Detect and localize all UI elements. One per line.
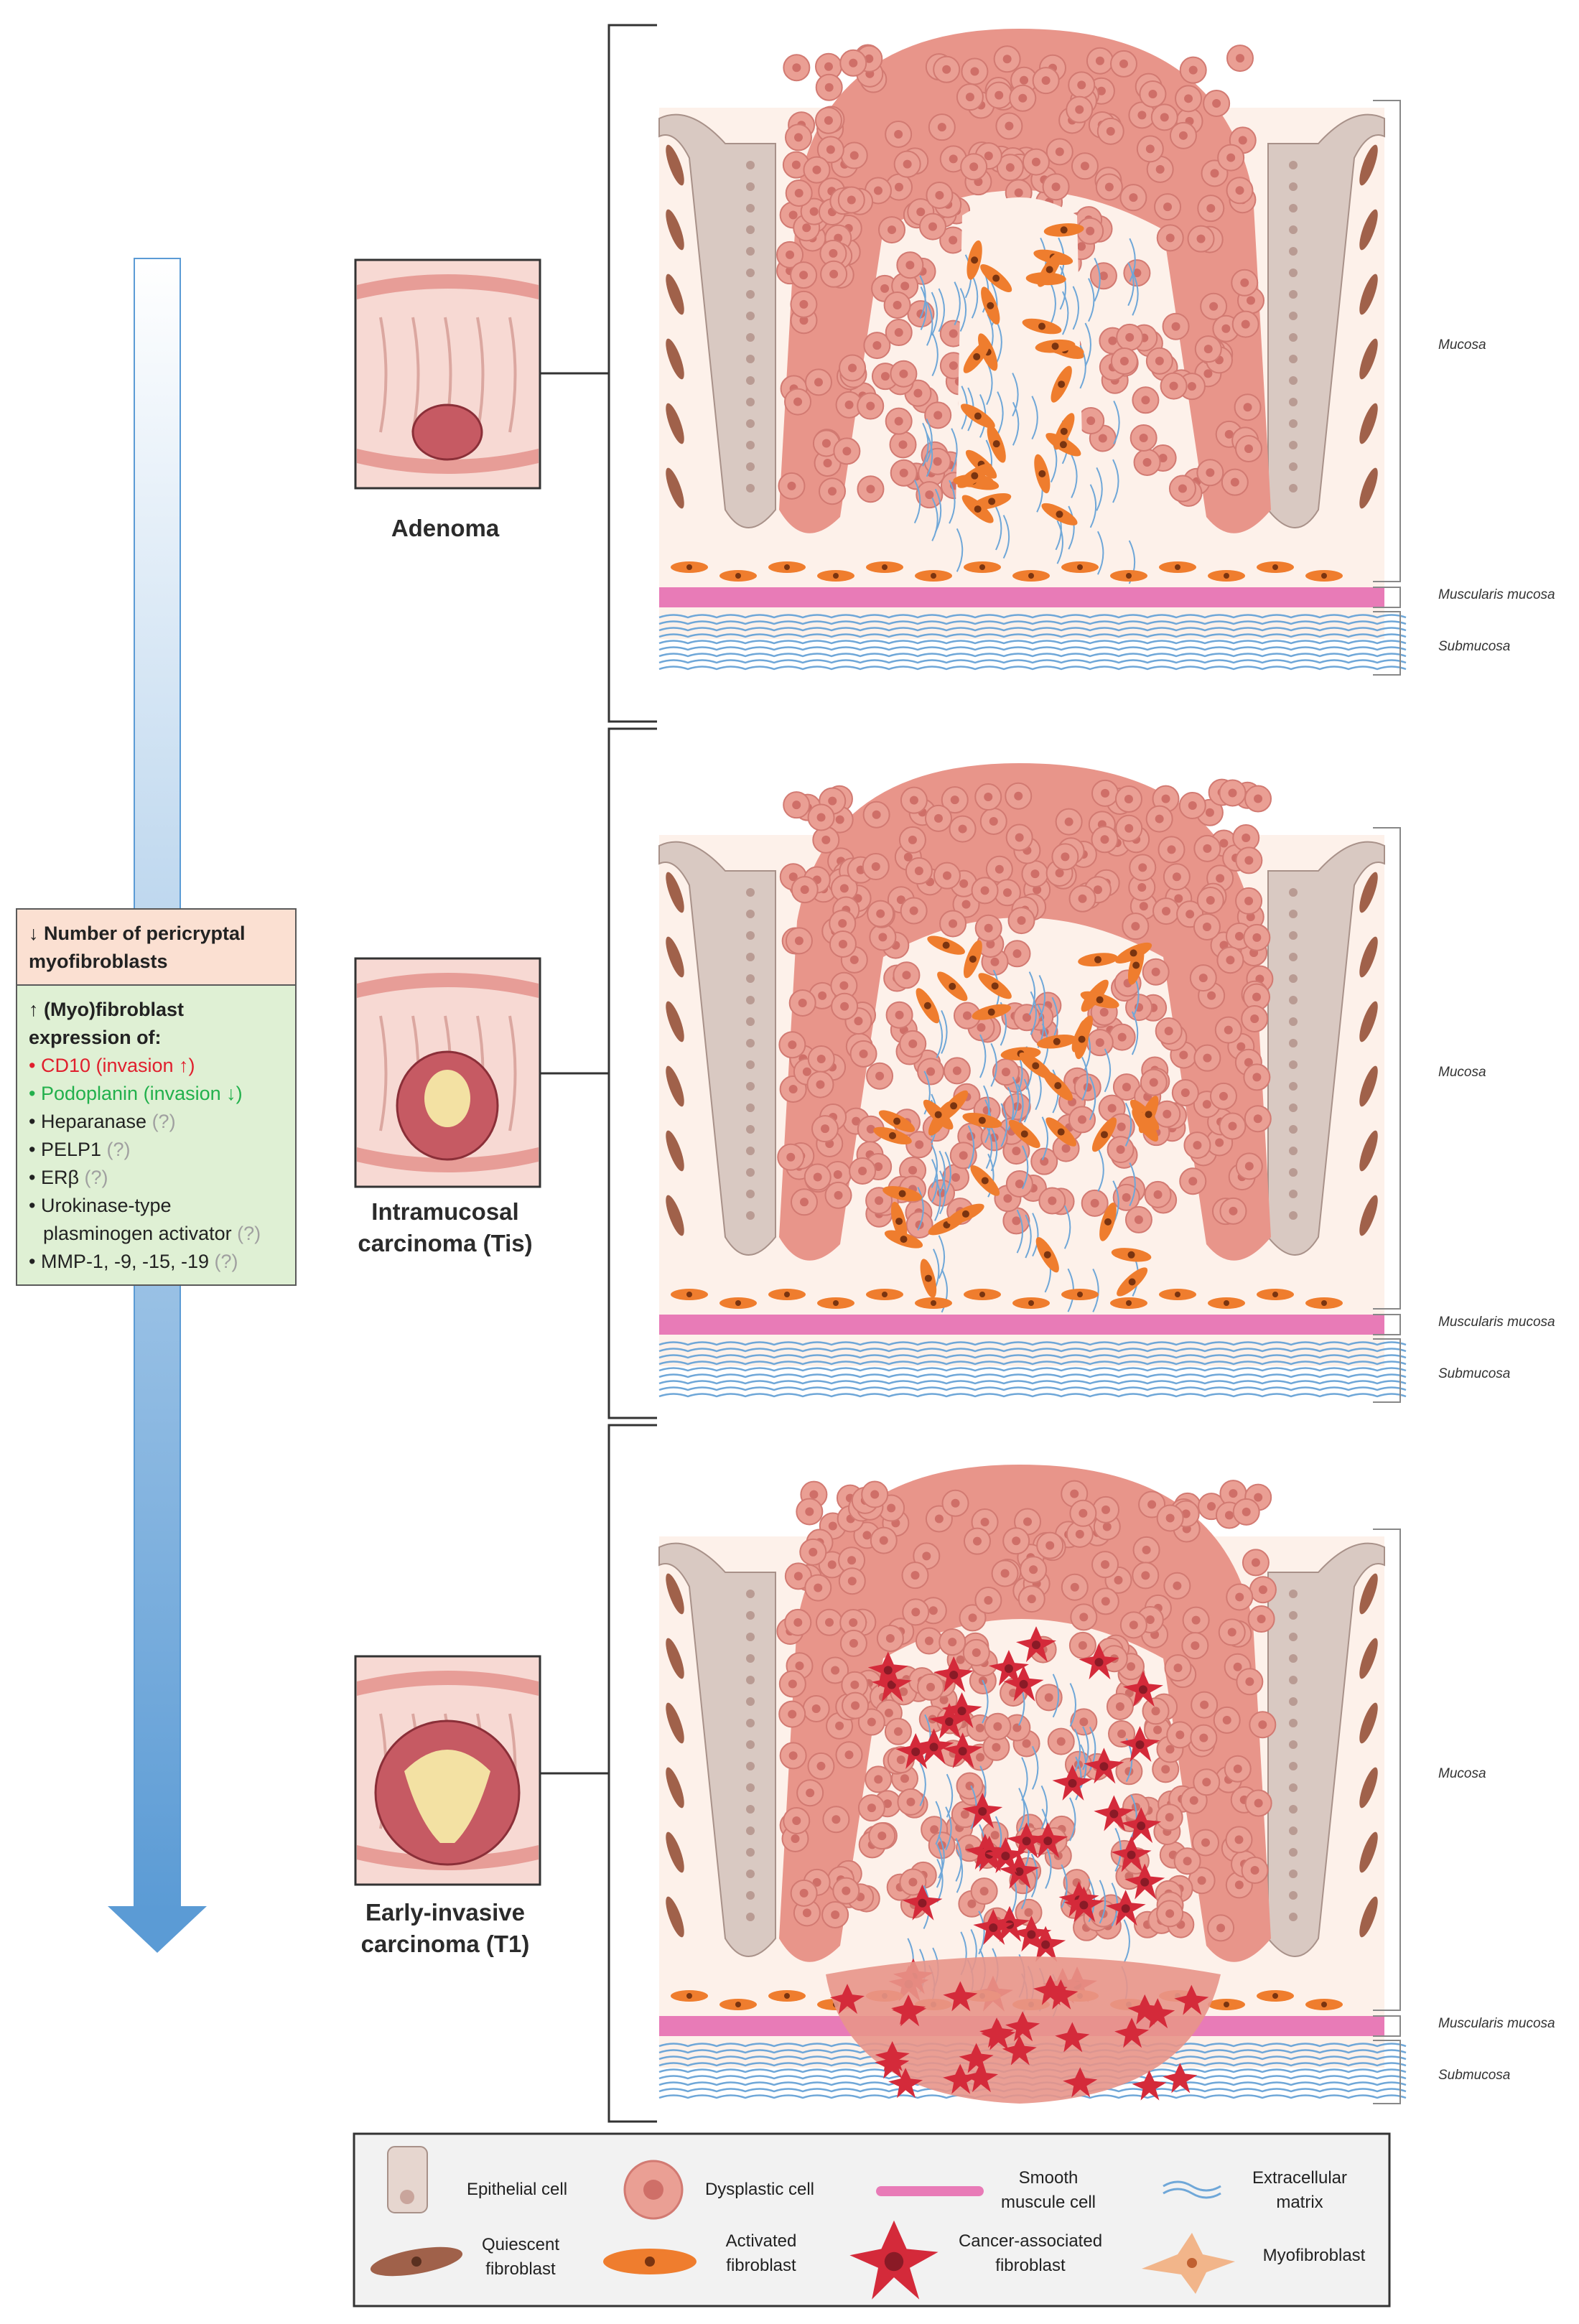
legend-epithelial-icon bbox=[387, 2146, 428, 2213]
stage-brackets bbox=[540, 24, 657, 2123]
legend-quiescent-label: Quiescent fibroblast bbox=[467, 2233, 574, 2282]
uncertain-marker: (?) bbox=[209, 1251, 238, 1272]
uncertain-marker: (?) bbox=[231, 1223, 261, 1244]
tissue-panel-adenoma bbox=[658, 29, 1407, 676]
legend-caf-line1: Cancer-associated bbox=[958, 2231, 1103, 2251]
box-header: ↓ Number of pericryptal myofibroblasts bbox=[17, 910, 295, 986]
marker-item: • Urokinase-type plasminogen activator (… bbox=[29, 1192, 285, 1248]
legend-activated-label: Activated fibroblast bbox=[707, 2229, 815, 2278]
legend-quiescent-line2: fibroblast bbox=[485, 2259, 556, 2279]
stage-label-line1: Intramucosal bbox=[371, 1198, 519, 1225]
legend-ecm-line2: matrix bbox=[1276, 2193, 1323, 2212]
layer-label-muscularis-3: Muscularis mucosa bbox=[1438, 2016, 1555, 2031]
legend-activated-line2: fibroblast bbox=[726, 2256, 796, 2275]
legend-frame bbox=[353, 2132, 1391, 2307]
marker-item: • Heparanase (?) bbox=[29, 1108, 285, 1136]
tissue-panel-t1 bbox=[658, 1465, 1407, 2104]
legend-ecm-line1: Extracellular bbox=[1252, 2168, 1348, 2188]
colon-icon-t1 bbox=[354, 1655, 541, 1886]
legend-dysplastic-text: Dysplastic cell bbox=[704, 2180, 815, 2199]
layer-label-muscularis-1: Muscularis mucosa bbox=[1438, 587, 1555, 602]
marker-item-text: • Urokinase-type plasminogen activator bbox=[29, 1195, 232, 1244]
stage-label-intramucosal: Intramucosal carcinoma (Tis) bbox=[316, 1196, 574, 1259]
stage-label-line2: carcinoma (Tis) bbox=[358, 1230, 533, 1256]
marker-item-text: • CD10 (invasion ↑) bbox=[29, 1055, 195, 1076]
layer-label-mucosa-2: Mucosa bbox=[1438, 1065, 1486, 1080]
legend-activated-icon bbox=[603, 2249, 697, 2274]
legend-smooth-muscle-label: Smooth muscule cell bbox=[977, 2166, 1120, 2215]
uncertain-marker: (?) bbox=[101, 1139, 131, 1160]
marker-item-text: • Heparanase bbox=[29, 1111, 147, 1132]
legend-dysplastic-label: Dysplastic cell bbox=[695, 2178, 824, 2202]
marker-item-text: • MMP-1, -9, -15, -19 bbox=[29, 1251, 210, 1272]
legend-myofibroblast-text: Myofibroblast bbox=[1262, 2246, 1366, 2265]
legend-caf-label: Cancer-associated fibroblast bbox=[941, 2229, 1120, 2278]
colon-icon-adenoma bbox=[354, 258, 541, 490]
legend-ecm-label: Extracellular matrix bbox=[1231, 2166, 1368, 2215]
layer-label-mucosa-3: Mucosa bbox=[1438, 1766, 1486, 1781]
legend-caf-icon bbox=[849, 2220, 938, 2300]
uncertain-marker: (?) bbox=[146, 1111, 176, 1132]
stage-label-line1: Early-invasive bbox=[365, 1899, 525, 1926]
marker-item: • PELP1 (?) bbox=[29, 1136, 285, 1164]
stage-label-line2: carcinoma (T1) bbox=[360, 1931, 530, 1957]
marker-list: • CD10 (invasion ↑) • Podoplanin (invasio… bbox=[29, 1052, 285, 1276]
legend-ecm-icon bbox=[1163, 2180, 1221, 2199]
stage-label-early-invasive: Early-invasive carcinoma (T1) bbox=[316, 1897, 574, 1960]
uncertain-marker: (?) bbox=[79, 1167, 108, 1188]
layer-label-mucosa-1: Mucosa bbox=[1438, 337, 1486, 353]
stage-label-adenoma: Adenoma bbox=[316, 513, 574, 544]
layer-label-submucosa-3: Submucosa bbox=[1438, 2068, 1511, 2083]
colon-icon-tis bbox=[354, 957, 541, 1188]
marker-item: • CD10 (invasion ↑) bbox=[29, 1052, 285, 1080]
layer-label-submucosa-1: Submucosa bbox=[1438, 639, 1511, 654]
legend-epithelial-text: Epithelial cell bbox=[466, 2180, 568, 2199]
legend-myofibroblast-label: Myofibroblast bbox=[1246, 2244, 1382, 2268]
legend-smooth-line1: Smooth bbox=[1018, 2168, 1079, 2188]
legend-dysplastic-icon bbox=[623, 2160, 684, 2220]
legend-quiescent-line1: Quiescent bbox=[481, 2235, 560, 2254]
marker-item: • ERβ (?) bbox=[29, 1164, 285, 1192]
marker-item-text: • Podoplanin (invasion ↓) bbox=[29, 1083, 243, 1104]
box-body: ↑ (Myo)fibroblast expression of: • CD10 … bbox=[17, 986, 295, 1284]
legend-smooth-muscle-icon bbox=[876, 2186, 984, 2196]
marker-item-text: • ERβ bbox=[29, 1167, 79, 1188]
box-lead: ↑ (Myo)fibroblast expression of: bbox=[29, 999, 184, 1048]
legend-activated-line1: Activated bbox=[725, 2231, 797, 2251]
tissue-panel-tis bbox=[658, 763, 1407, 1403]
layer-label-submucosa-2: Submucosa bbox=[1438, 1366, 1511, 1381]
stage-label-line1: Adenoma bbox=[391, 515, 500, 541]
fibroblast-marker-box: ↓ Number of pericryptal myofibroblasts ↑… bbox=[16, 908, 297, 1286]
legend-caf-line2: fibroblast bbox=[995, 2256, 1066, 2275]
layer-label-muscularis-2: Muscularis mucosa bbox=[1438, 1315, 1555, 1330]
legend-epithelial-label: Epithelial cell bbox=[452, 2178, 582, 2202]
marker-item: • Podoplanin (invasion ↓) bbox=[29, 1080, 285, 1108]
marker-item-text: • PELP1 bbox=[29, 1139, 102, 1160]
legend-quiescent-icon bbox=[370, 2246, 463, 2277]
legend-smooth-line2: muscule cell bbox=[1000, 2193, 1096, 2212]
legend-myofibroblast-icon bbox=[1142, 2233, 1235, 2294]
marker-item: • MMP-1, -9, -15, -19 (?) bbox=[29, 1248, 285, 1276]
